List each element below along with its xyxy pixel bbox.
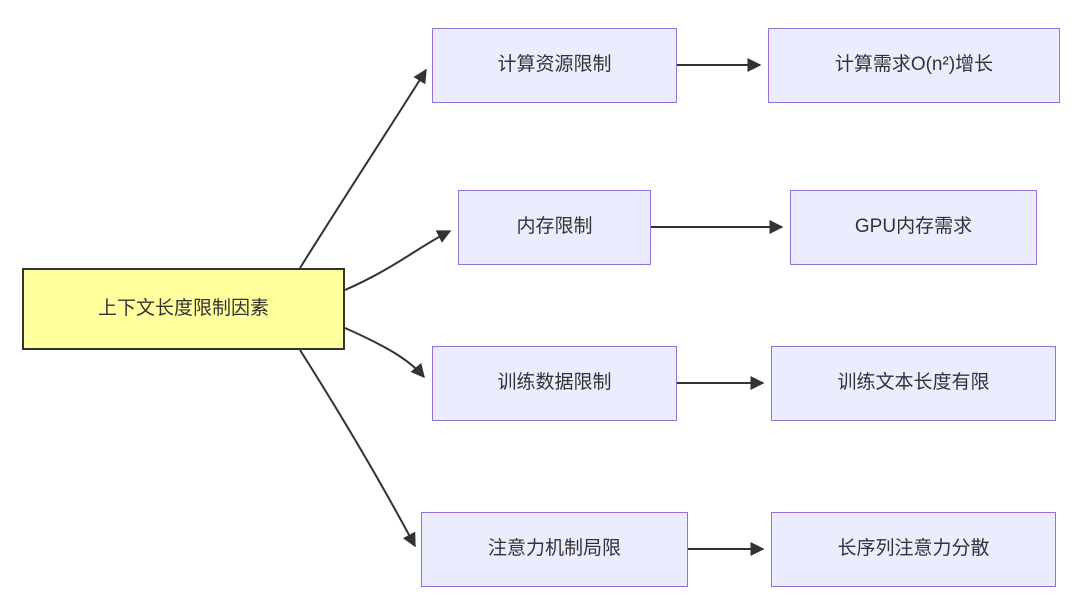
node-label: 注意力机制局限 (487, 538, 621, 560)
node-label: 长序列注意力分散 (837, 538, 990, 560)
node-attention-mechanism-limit: 注意力机制局限 (421, 512, 688, 587)
edge-root-to-training-data (344, 327, 425, 379)
node-label: GPU内存需求 (854, 216, 973, 238)
edge-root-to-attention (299, 349, 416, 548)
node-label: 内存限制 (516, 216, 593, 238)
node-gpu-memory-demand: GPU内存需求 (790, 190, 1037, 265)
node-training-data-limit: 训练数据限制 (432, 346, 677, 421)
edge-root-to-memory (344, 230, 452, 291)
node-label: 计算资源限制 (497, 54, 612, 76)
node-label: 上下文长度限制因素 (97, 297, 269, 319)
node-training-text-length-limited: 训练文本长度有限 (771, 346, 1056, 421)
edge-root-to-compute-resource (299, 68, 427, 269)
node-context-length-limit-factors: 上下文长度限制因素 (22, 268, 345, 350)
node-label: 计算需求O(n²)增长 (834, 54, 994, 76)
node-long-sequence-attention-dispersion: 长序列注意力分散 (771, 512, 1056, 587)
node-label: 训练文本长度有限 (837, 372, 990, 394)
node-compute-demand-growth: 计算需求O(n²)增长 (768, 28, 1060, 103)
node-memory-limit: 内存限制 (458, 190, 651, 265)
node-compute-resource-limit: 计算资源限制 (432, 28, 677, 103)
node-label: 训练数据限制 (497, 372, 612, 394)
